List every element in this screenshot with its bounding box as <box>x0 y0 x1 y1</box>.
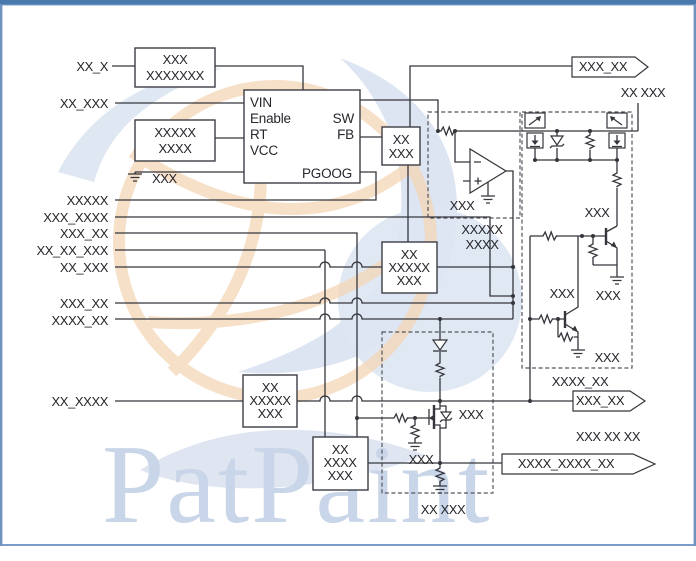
right-block-input-label: XX XXX <box>621 85 666 100</box>
lower-mid-box <box>312 436 369 491</box>
frame-top-bar <box>0 0 696 5</box>
right-dashed-block <box>521 111 633 369</box>
watermark-text: PatPaint <box>102 423 491 547</box>
resistor <box>611 172 623 188</box>
low-fet-label: XXX <box>459 407 485 422</box>
schematic-boxes <box>134 47 438 491</box>
resistor <box>587 243 599 259</box>
dashed-blocks <box>381 111 633 494</box>
lower-left-box <box>242 374 298 428</box>
zener-diode-icon <box>549 135 565 149</box>
input-label-sig8: XX_XXXX <box>52 394 109 409</box>
ic-pin-fb: FB <box>337 127 354 142</box>
ic-box <box>243 89 361 184</box>
opamp-caption: XXXX <box>465 237 499 252</box>
mid-box-label: XXXXX <box>388 260 430 275</box>
rt-box-label: XXXX <box>158 141 192 156</box>
frame-right <box>693 4 696 546</box>
resistor <box>584 134 596 150</box>
schematic-labels: XX_X XX_XXX XXX XXXXX XXX_XXXX XXX_XX XX… <box>36 52 666 517</box>
flag-top-label: XXX_XX <box>579 59 628 74</box>
mid-box-label: XXX <box>397 273 423 288</box>
flag-top <box>571 56 649 78</box>
resistor <box>558 331 574 343</box>
osc-box <box>134 47 216 88</box>
lower-dashed-block <box>381 331 494 494</box>
input-label-vin: XX_XXX <box>60 96 109 111</box>
lower-left-box-label: XXX <box>258 406 284 421</box>
ic-pin-rt: RT <box>250 127 267 142</box>
flag-bottom-note: XXX XX XX <box>576 429 641 444</box>
resistor <box>393 412 409 424</box>
gnd-net-label: XXX <box>152 171 178 186</box>
lower-left-box-label: XXXXX <box>249 393 291 408</box>
junction-dots <box>355 129 619 465</box>
ic-pin-vcc: VCC <box>250 143 278 158</box>
resistor <box>409 424 421 440</box>
opamp-caption: XXXXX <box>461 222 503 237</box>
right-block-caption: XXXX_XX <box>552 374 609 389</box>
ic-pin-sw: SW <box>333 111 355 126</box>
rt-box <box>134 119 216 162</box>
schematic-wires <box>112 65 639 486</box>
transistor-icon <box>563 311 578 332</box>
flag-mid-label: XXX_XX <box>576 393 625 408</box>
swfb-box-label: XX <box>393 132 410 147</box>
watermark-swoosh-3 <box>58 68 222 182</box>
input-label-sig7: XXXX_XX <box>52 313 109 328</box>
lower-mid-box-label: XXXX <box>323 455 357 470</box>
input-label-sig1: XXXXX <box>67 193 109 208</box>
input-label-top: XX_X <box>76 59 108 74</box>
input-label-sig2: XXX_XXXX <box>43 210 108 225</box>
opamp-label: XXX <box>450 198 476 213</box>
mosfet-icon <box>524 112 546 149</box>
q2-gnd-label: XXX <box>595 350 621 365</box>
lower-left-box-label: XX <box>262 380 279 395</box>
ground-icon <box>128 173 624 494</box>
flag-mid <box>572 390 647 412</box>
mosfet-icon <box>428 405 436 429</box>
low-gnd-label: XXX <box>409 452 435 467</box>
opamp-icon <box>469 147 508 195</box>
lower-mid-box-label: XXX <box>328 468 354 483</box>
zener-diode-icon <box>439 411 453 423</box>
frame-bottom <box>2 544 694 546</box>
output-flags <box>501 56 657 475</box>
lower-mid-box-label: XX <box>332 442 349 457</box>
ic-pin-pgood: PGOOG <box>302 166 352 181</box>
schematic-components <box>128 112 628 494</box>
ic-pin-vin: VIN <box>250 95 272 110</box>
resistor <box>434 467 446 483</box>
osc-box-label: XXX <box>163 52 189 67</box>
resistor <box>538 313 554 325</box>
input-label-sig5: XX_XXX <box>60 260 109 275</box>
flag-bottom <box>501 453 657 475</box>
swfb-box <box>381 126 421 166</box>
resistor <box>542 230 558 242</box>
q1-gnd-label: XXX <box>596 288 622 303</box>
mosfet-icon <box>606 112 628 149</box>
mid-box-label: XX <box>401 247 418 262</box>
transistor-icon <box>604 228 617 248</box>
input-label-sig6: XXX_XX <box>60 296 109 311</box>
resistor <box>434 362 446 378</box>
frame-top-line <box>0 4 696 6</box>
input-label-sig3: XXX_XX <box>60 226 109 241</box>
rt-box-label: XXXXX <box>154 125 196 140</box>
swfb-box-label: XXX <box>389 146 415 161</box>
flag-bottom-label: XXXX_XXXX_XX <box>518 456 615 471</box>
q2-label: XXX <box>550 286 576 301</box>
page-frame <box>0 0 696 546</box>
ic-pin-enable: Enable <box>250 111 291 126</box>
osc-box-label: XXXXXXX <box>146 68 205 83</box>
input-label-sig4: XX_XX_XXX <box>36 243 108 258</box>
mid-box <box>381 241 438 294</box>
frame-left <box>0 4 3 546</box>
q1-label: XXX <box>585 205 611 220</box>
diode-icon <box>431 339 449 352</box>
low-block-caption: XX XXX <box>421 502 466 517</box>
